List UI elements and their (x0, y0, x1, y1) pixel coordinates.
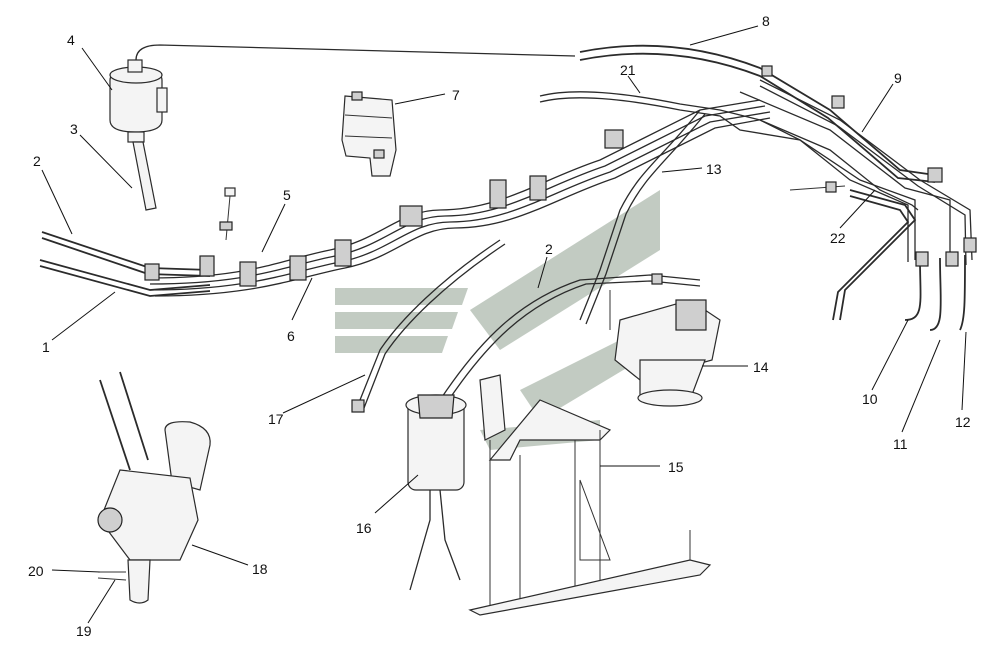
part-14-pump (609, 290, 721, 407)
part-7-bracket (341, 91, 397, 177)
part-16-filter (405, 394, 467, 591)
pipes-1-2-left (39, 231, 211, 297)
callout-16: 16 (356, 520, 372, 536)
callout-9: 9 (894, 70, 902, 86)
callout-21: 21 (620, 62, 636, 78)
callout-15: 15 (668, 459, 684, 475)
callout-7: 7 (452, 87, 460, 103)
part-3-pipe (127, 131, 157, 211)
detail-valve-18 (97, 371, 211, 604)
callout-2: 2 (545, 241, 553, 257)
callout-10: 10 (862, 391, 878, 407)
part-13-pipe (579, 109, 706, 325)
harness-clips (144, 129, 624, 287)
callout-12: 12 (955, 414, 971, 430)
part-15-bracket-stand (468, 374, 712, 616)
callout-17: 17 (268, 411, 284, 427)
right-tube-bundle (539, 44, 973, 266)
callout-1: 1 (42, 339, 50, 355)
callout-22: 22 (830, 230, 846, 246)
callout-11: 11 (893, 436, 908, 452)
callout-6: 6 (287, 328, 295, 344)
callout-14: 14 (753, 359, 769, 375)
part-22-bolt-pipe (789, 181, 917, 321)
callout-2: 2 (33, 153, 41, 169)
callout-5: 5 (283, 187, 291, 203)
pipes-2-17 (351, 239, 701, 413)
bolt-5 (219, 187, 236, 241)
main-harness (144, 99, 771, 297)
callout-13: 13 (706, 161, 722, 177)
parts-10-11-12-pipe-ends (904, 237, 977, 331)
callout-4: 4 (67, 32, 75, 48)
callout-8: 8 (762, 13, 770, 29)
callout-labels: 1 2 2 3 4 5 6 7 8 9 10 11 12 13 14 15 16… (28, 13, 971, 639)
watermark-logo (335, 190, 660, 450)
leader-lines (41, 25, 967, 624)
callout-19: 19 (76, 623, 92, 639)
callout-3: 3 (70, 121, 78, 137)
callout-18: 18 (252, 561, 268, 577)
callout-20: 20 (28, 563, 44, 579)
part-4-solenoid (109, 44, 576, 133)
